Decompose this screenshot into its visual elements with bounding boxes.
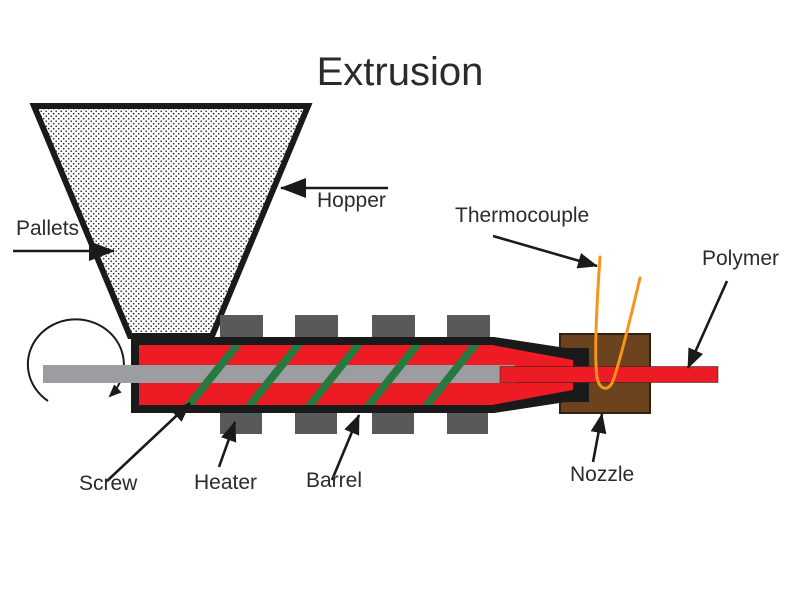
screw-arrow bbox=[106, 402, 191, 482]
heater-block-bottom-3 bbox=[372, 410, 414, 434]
screw-flight-5 bbox=[422, 345, 480, 405]
screw-flights bbox=[184, 345, 480, 405]
barrel-arrow bbox=[330, 414, 361, 481]
heater-block-top-1 bbox=[220, 315, 263, 340]
screw-flight-1 bbox=[184, 345, 242, 405]
screw-flight-2 bbox=[245, 345, 303, 405]
polymer-strip bbox=[499, 366, 719, 383]
nozzle-arrow bbox=[590, 413, 607, 463]
heater-block-bottom-1 bbox=[220, 410, 262, 434]
screw-flight-4 bbox=[364, 345, 422, 405]
heater-label: Heater bbox=[194, 471, 258, 494]
heater-block-top-3 bbox=[372, 315, 415, 340]
heater-block-bottom-2 bbox=[295, 410, 337, 434]
heater-arrow bbox=[217, 421, 237, 468]
heater-block-top-2 bbox=[295, 315, 338, 340]
pallets-label: Pallets bbox=[16, 217, 80, 240]
polymer-arrow bbox=[686, 280, 729, 369]
polymer-label: Polymer bbox=[702, 247, 780, 270]
thermocouple-arrow bbox=[492, 234, 598, 269]
thermocouple-wire bbox=[594, 255, 642, 390]
heater-block-bottom-4 bbox=[447, 410, 488, 434]
hopper-label: Hopper bbox=[317, 189, 386, 212]
nozzle-label: Nozzle bbox=[570, 463, 635, 486]
heater-block-top-4 bbox=[447, 315, 490, 340]
rotation-arrow-icon bbox=[26, 318, 125, 402]
diagram-title: Extrusion bbox=[316, 50, 484, 94]
screw-flight-3 bbox=[305, 345, 363, 405]
screw-label: Screw bbox=[79, 472, 138, 495]
barrel-label: Barrel bbox=[306, 469, 363, 492]
thermocouple-label: Thermocouple bbox=[455, 204, 590, 227]
